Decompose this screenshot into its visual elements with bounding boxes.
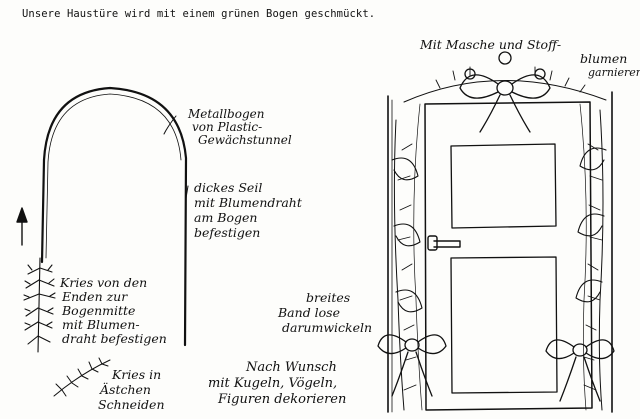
- door-leaf: [424, 101, 593, 411]
- page-heading: Unsere Haustüre wird mit einem grünen Bo…: [22, 8, 376, 20]
- pointer-arch: [163, 115, 177, 135]
- label-metal-arch: Metallbogen von Plastic- Gewächstunnel: [188, 107, 292, 147]
- metal-arch: [40, 86, 188, 347]
- twig-sprig: [53, 357, 111, 397]
- left-bow: [377, 334, 447, 397]
- label-ribbon: breites Band lose darumwickeln: [278, 290, 373, 335]
- brushwood-sprig: [23, 257, 56, 353]
- top-bow: [459, 51, 551, 133]
- ribbon-wrap: [391, 147, 607, 313]
- label-decor: Nach Wunsch mit Kugeln, Vögeln, Figuren …: [208, 360, 347, 407]
- right-bow: [545, 339, 615, 402]
- up-arrow: [16, 207, 28, 246]
- pointer-rope: [185, 185, 189, 199]
- door-frame: [387, 91, 613, 413]
- label-brushwood: Kries von den Enden zur Bogenmitte mit B…: [60, 275, 167, 346]
- label-rope: dickes Seil mit Blumendraht am Bogen bef…: [194, 180, 302, 240]
- label-bow-top: Mit Masche und Stoff- blumen garnieren: [420, 37, 640, 80]
- door-handle: [427, 235, 461, 251]
- label-twigs: Kries in Ästchen Schneiden: [98, 367, 165, 412]
